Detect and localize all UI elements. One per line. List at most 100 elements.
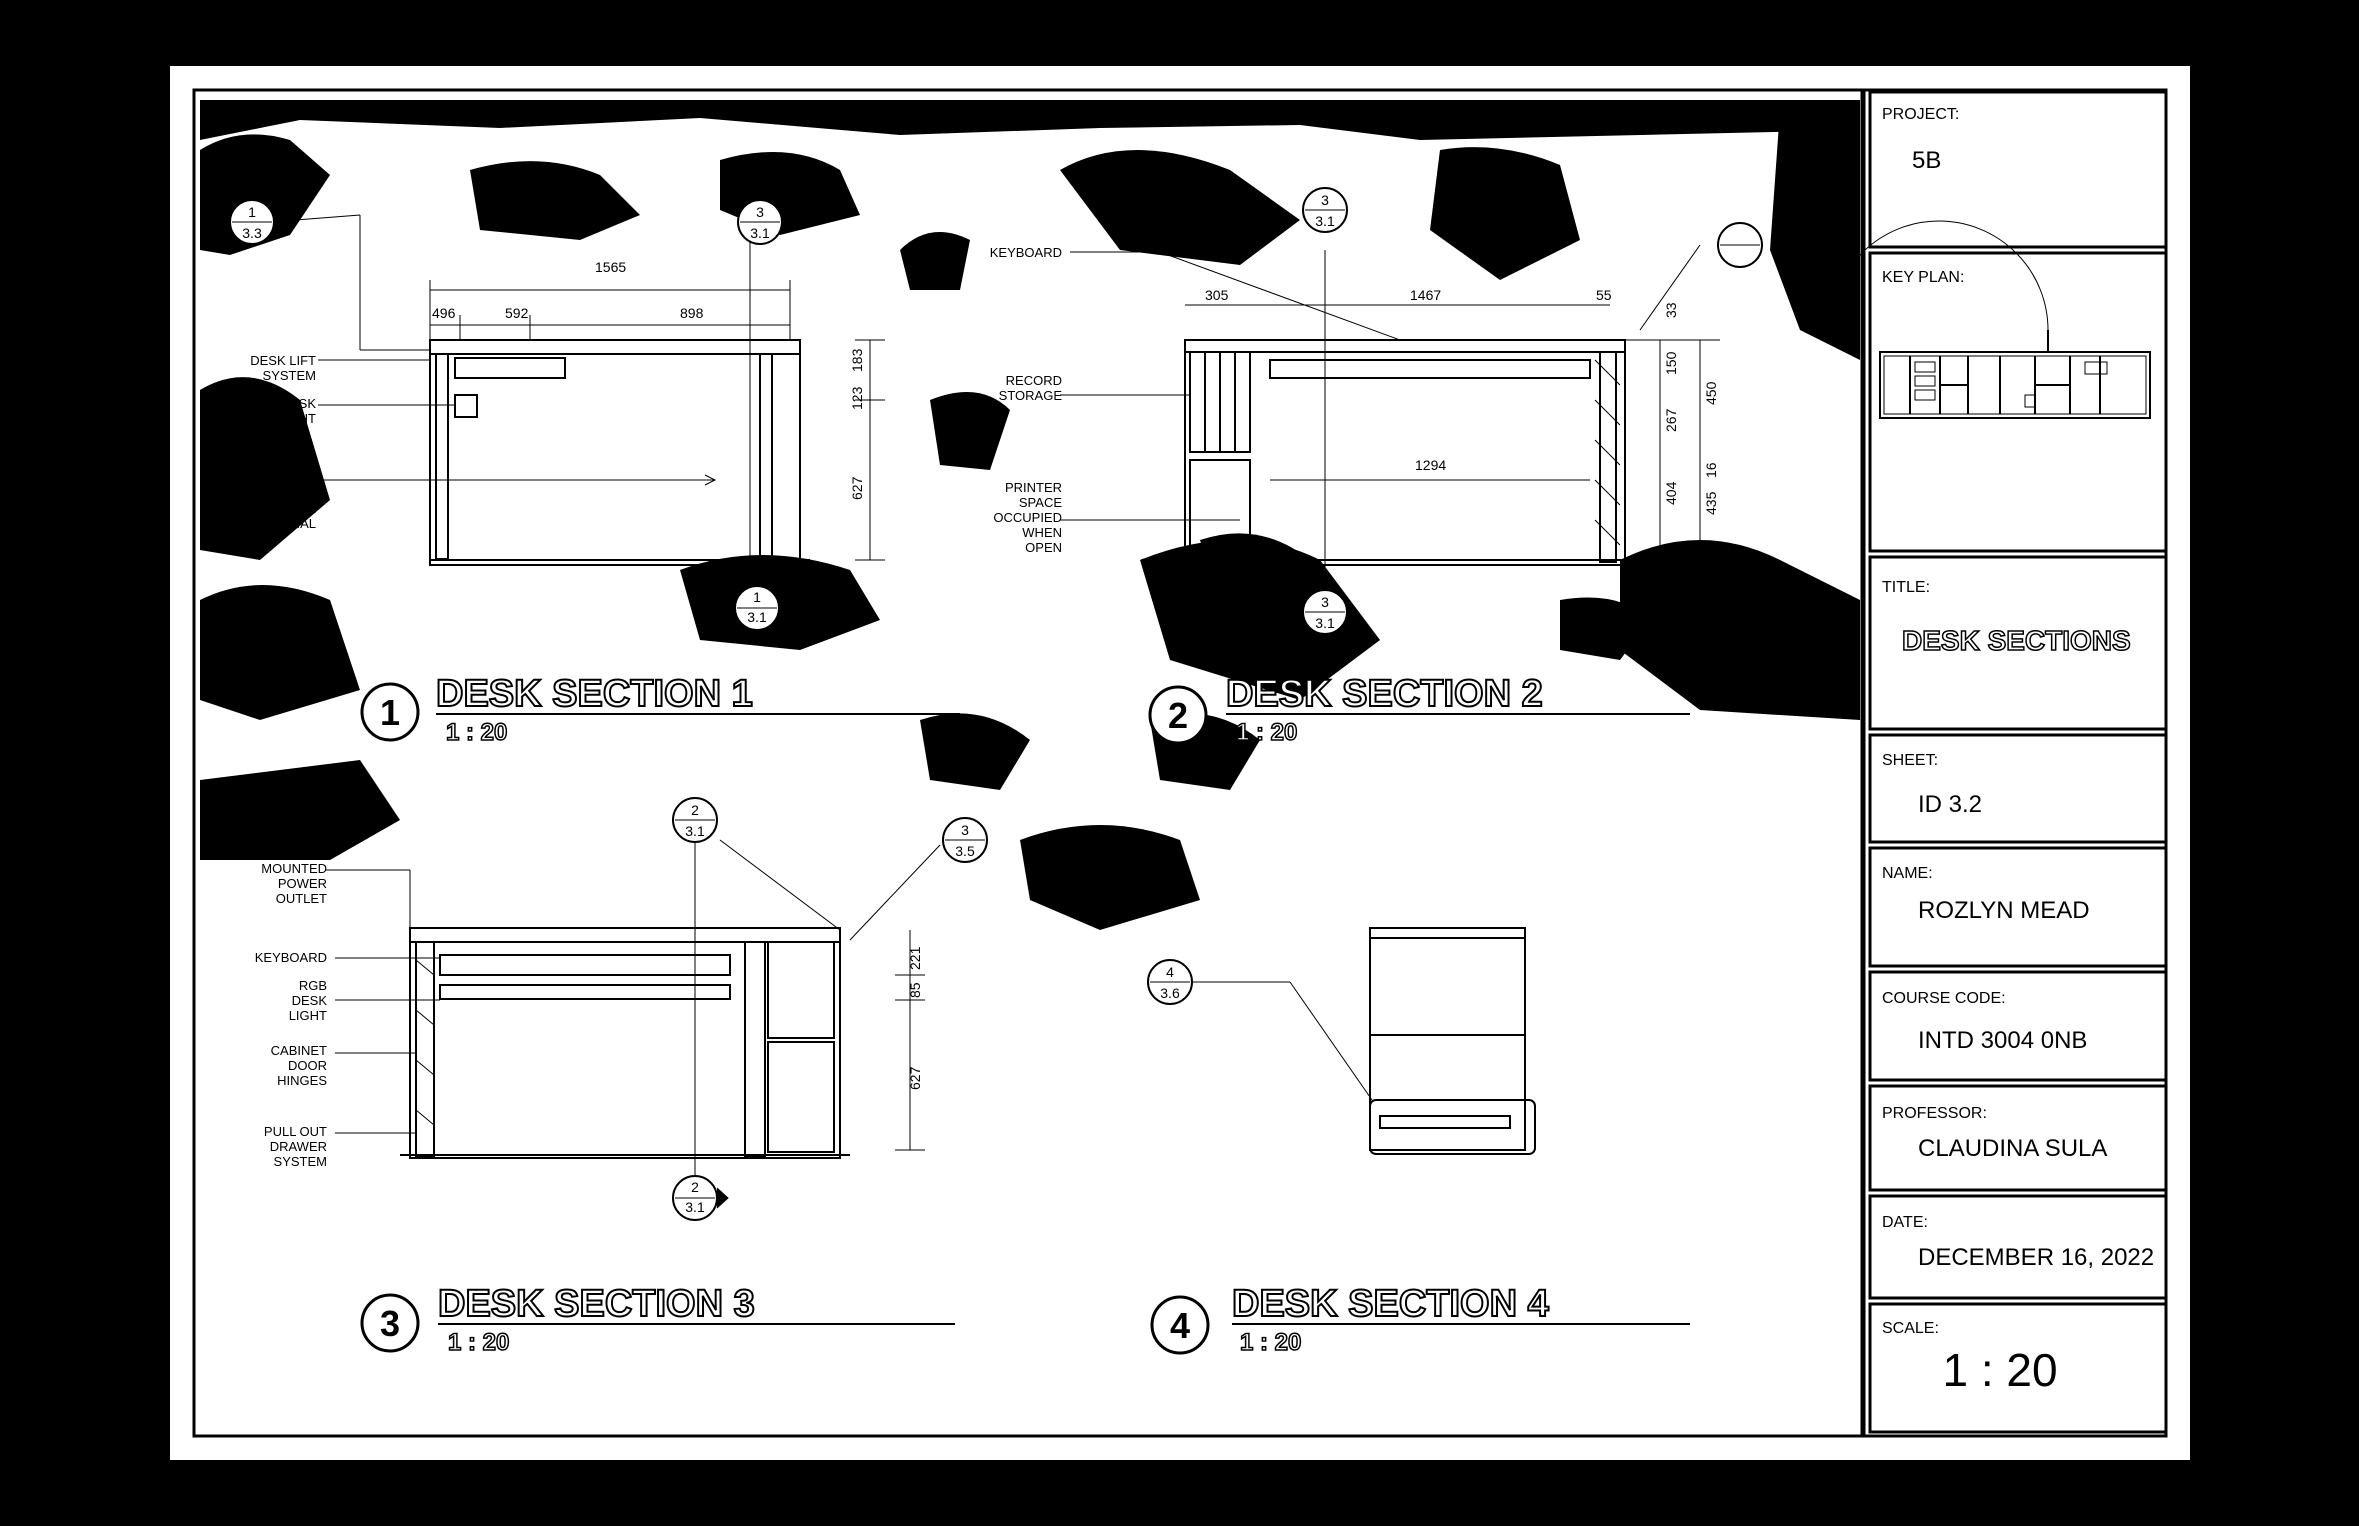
note-drawer: DRAWER <box>270 1139 327 1154</box>
dim-627: 627 <box>849 476 865 500</box>
svg-text:3: 3 <box>1321 594 1329 610</box>
dim-898: 898 <box>680 305 704 321</box>
note-with-blue: WITH BLUE <box>245 486 316 501</box>
dim-592: 592 <box>505 305 529 321</box>
note-finished: FINISHED <box>255 471 316 486</box>
note-desk-lift: DESK LIFT <box>250 353 316 368</box>
note-hinges: HINGES <box>277 1073 327 1088</box>
desk4-drawer-rail <box>1379 1115 1511 1129</box>
dim-1294: 1294 <box>1415 457 1446 473</box>
desk-section-3-text: SURFACE MOUNTED POWER OUTLET KEYBOARD RG… <box>255 797 988 1357</box>
drawing-frame <box>192 88 1864 1438</box>
note-keyboard: KEYBOARD <box>990 245 1062 260</box>
note-storage: STORAGE <box>999 388 1063 403</box>
note-system: SYSTEM <box>263 368 316 383</box>
note-door: DOOR <box>288 1058 327 1073</box>
dim-435: 435 <box>1703 491 1719 515</box>
svg-text:3: 3 <box>961 822 969 838</box>
svg-text:3.1: 3.1 <box>750 225 770 241</box>
desk3-cabinet-door <box>767 941 835 1039</box>
svg-text:3.1: 3.1 <box>1315 213 1335 229</box>
note-rgb: RGB <box>299 978 327 993</box>
title-desk-section-2: 2 DESK SECTION 2 1 : 20 <box>1148 672 1690 747</box>
note-keyboard-3: KEYBOARD <box>255 950 327 965</box>
scale-label: SCALE: <box>1882 1320 1939 1337</box>
s4-title: DESK SECTION 4 <box>1232 1283 1549 1325</box>
desk-section-1 <box>269 214 885 590</box>
tb-scale-cell <box>1868 1302 2168 1434</box>
note-when: WHEN <box>1022 525 1062 540</box>
dim-450: 450 <box>1703 381 1719 405</box>
title-value: DESK SECTIONS <box>1902 625 2131 656</box>
tb-title-cell <box>1868 555 2168 731</box>
desk2-side-panel <box>1599 351 1617 563</box>
svg-text:3.1: 3.1 <box>685 823 705 839</box>
sheet-value: ID 3.2 <box>1918 791 1982 818</box>
project-label: PROJECT: <box>1882 106 1959 123</box>
dim-79: 79 <box>1663 584 1679 600</box>
section-tag-2-top: 3 3.1 <box>1302 187 1348 233</box>
note-rgb-desk: RGB DESK <box>249 396 317 411</box>
key-plan-label: KEY PLAN: <box>1882 269 1964 286</box>
tb-project-cell <box>1868 90 2168 249</box>
date-value: DECEMBER 16, 2022 <box>1918 1244 2154 1271</box>
tb-sheet-cell <box>1868 733 2168 844</box>
dim-183: 183 <box>849 348 865 372</box>
dim-305: 305 <box>1205 287 1229 303</box>
dim-496: 496 <box>432 305 456 321</box>
dim-404: 404 <box>1663 481 1679 505</box>
dim-33: 33 <box>1663 302 1679 318</box>
svg-text:1: 1 <box>248 204 256 220</box>
desk1-lift-mechanism <box>454 357 566 379</box>
note-occupied: OCCUPIED <box>993 510 1062 525</box>
note-surface: SURFACE <box>266 846 328 861</box>
section-tag-1-3-1-bottom: 1 3.1 <box>734 585 791 631</box>
desk1-top <box>429 339 801 355</box>
desk-section-2 <box>1060 244 1720 600</box>
tb-professor-cell <box>1868 1084 2168 1192</box>
dim-627-3: 627 <box>907 1066 923 1090</box>
section-tag-3-top: 2 3.1 <box>672 797 718 843</box>
desk-section-1-text: 1565 496 592 898 183 123 627 DESK LIFT S… <box>229 199 960 747</box>
desk-section-3 <box>325 839 941 1185</box>
dim-267: 267 <box>1663 408 1679 432</box>
s1-number: 1 <box>380 692 400 733</box>
desk-section-4-text: 4 3.6 4 DESK SECTION 4 1 : 20 <box>1147 959 1690 1357</box>
section-tag-3-bottom: 2 3.1 <box>672 1175 729 1221</box>
svg-text:3.1: 3.1 <box>1315 615 1335 631</box>
section-tag-2-right <box>1717 222 1763 268</box>
dim-1467: 1467 <box>1410 287 1441 303</box>
svg-text:3: 3 <box>756 204 764 220</box>
note-system-3: SYSTEM <box>274 1154 327 1169</box>
section-tag-4: 4 3.6 <box>1147 959 1193 1005</box>
title-desk-section-3: 3 DESK SECTION 3 1 : 20 <box>360 1282 955 1357</box>
note-light: LIGHT <box>278 411 316 426</box>
note-record: RECORD <box>1006 373 1062 388</box>
note-space: SPACE <box>1019 495 1062 510</box>
s3-title: DESK SECTION 3 <box>438 1283 755 1325</box>
note-cabinet: CABINET <box>271 1043 327 1058</box>
section-tag-3-right: 3 3.5 <box>942 817 988 863</box>
svg-text:3: 3 <box>1321 192 1329 208</box>
desk-section-4 <box>1192 927 1536 1155</box>
note-material: MATERIAL <box>252 516 316 531</box>
s4-scale: 1 : 20 <box>1240 1329 1301 1356</box>
section-tag-3-3-1: 3 3.1 <box>737 199 783 245</box>
svg-text:2: 2 <box>691 802 699 818</box>
note-light-3: LIGHT <box>289 1008 327 1023</box>
dim-221: 221 <box>907 946 923 970</box>
sheet-label: SHEET: <box>1882 752 1938 769</box>
s2-number: 2 <box>1168 695 1188 736</box>
title-block-text: PROJECT: 5B KEY PLAN: TITLE: DESK SECTIO… <box>1882 106 2154 1396</box>
title-desk-section-1: 1 DESK SECTION 1 1 : 20 <box>360 672 960 747</box>
key-plan <box>1829 220 2151 419</box>
name-value: ROZLYN MEAD <box>1918 897 2090 924</box>
title-label: TITLE: <box>1882 579 1930 596</box>
s3-number: 3 <box>380 1303 400 1344</box>
s2-scale: 1 : 20 <box>1236 719 1297 746</box>
desk1-light-box <box>454 394 478 418</box>
title-desk-section-4: 4 DESK SECTION 4 1 : 20 <box>1150 1282 1690 1357</box>
note-mounted: MOUNTED <box>261 861 327 876</box>
note-acoustical: ACOUSTICAL <box>233 501 316 516</box>
